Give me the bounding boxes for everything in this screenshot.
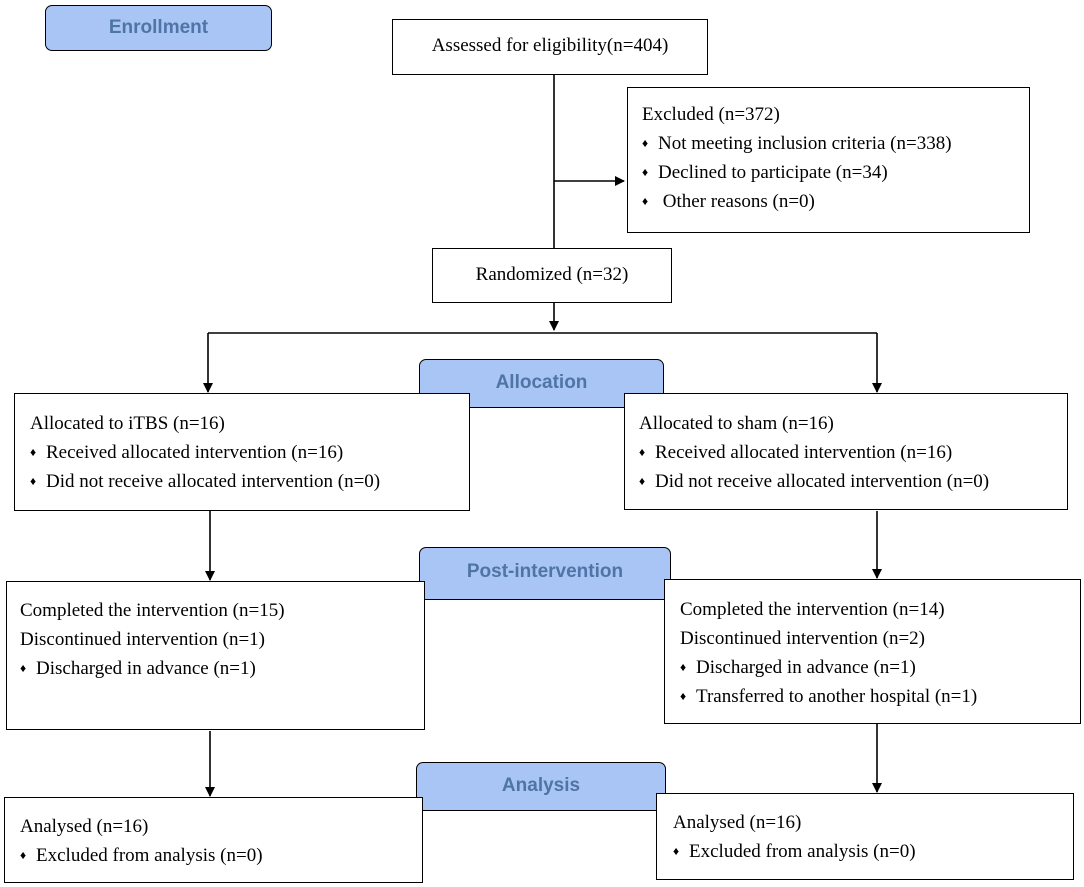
bullet-icon: ♦	[20, 848, 27, 862]
bullet-icon: ♦	[30, 474, 37, 488]
bullet-icon: ♦	[642, 165, 649, 179]
allocation-itbs-title: Allocated to iTBS (n=16)	[30, 413, 225, 434]
stage-enrollment: Enrollment	[45, 5, 272, 51]
bullet-icon: ♦	[680, 660, 687, 674]
bullet-icon: ♦	[30, 445, 37, 459]
bullet-icon: ♦	[680, 689, 687, 703]
analysis-sham-box: Analysed (n=16) ♦Excluded from analysis …	[656, 793, 1074, 880]
post-itbs-box: Completed the intervention (n=15) Discon…	[6, 581, 425, 730]
stage-post-intervention: Post-intervention	[419, 547, 671, 600]
excluded-box: Excluded (n=372) ♦Not meeting inclusion …	[627, 87, 1030, 233]
post-sham-item: ♦Transferred to another hospital (n=1)	[680, 682, 1080, 711]
allocation-itbs-box: Allocated to iTBS (n=16) ♦Received alloc…	[14, 393, 470, 511]
stage-allocation-label: Allocation	[495, 372, 588, 393]
randomized-box: Randomized (n=32)	[432, 248, 672, 303]
post-itbs-item: ♦Discharged in advance (n=1)	[20, 654, 424, 683]
stage-enrollment-label: Enrollment	[108, 17, 209, 38]
stage-post-intervention-label: Post-intervention	[466, 561, 624, 582]
allocation-sham-item: ♦Received allocated intervention (n=16)	[639, 438, 1067, 467]
bullet-icon: ♦	[639, 474, 646, 488]
bullet-icon: ♦	[20, 661, 27, 675]
bullet-icon: ♦	[639, 445, 646, 459]
allocation-sham-title: Allocated to sham (n=16)	[639, 413, 834, 434]
post-itbs-completed: Completed the intervention (n=15)	[20, 600, 285, 621]
bullet-icon: ♦	[673, 844, 680, 858]
analysis-itbs-box: Analysed (n=16) ♦Excluded from analysis …	[4, 797, 423, 883]
allocation-itbs-item: ♦Did not receive allocated intervention …	[30, 467, 469, 496]
analysis-itbs-item: ♦Excluded from analysis (n=0)	[20, 841, 422, 870]
stage-analysis: Analysis	[416, 762, 666, 811]
analysis-sham-title: Analysed (n=16)	[673, 812, 802, 833]
allocation-sham-item: ♦Did not receive allocated intervention …	[639, 467, 1067, 496]
analysis-itbs-title: Analysed (n=16)	[20, 816, 149, 837]
allocation-sham-box: Allocated to sham (n=16) ♦Received alloc…	[624, 393, 1068, 510]
randomized-text: Randomized (n=32)	[475, 264, 629, 285]
bullet-icon: ♦	[642, 136, 649, 150]
bullet-icon: ♦	[642, 194, 649, 208]
assessed-box: Assessed for eligibility(n=404)	[392, 19, 708, 75]
excluded-title: Excluded (n=372)	[642, 104, 780, 125]
allocation-itbs-item: ♦Received allocated intervention (n=16)	[30, 438, 469, 467]
post-sham-item: ♦Discharged in advance (n=1)	[680, 653, 1080, 682]
excluded-item: ♦Not meeting inclusion criteria (n=338)	[642, 129, 1029, 158]
assessed-text: Assessed for eligibility(n=404)	[431, 35, 669, 56]
post-sham-completed: Completed the intervention (n=14)	[680, 599, 945, 620]
stage-analysis-label: Analysis	[501, 775, 581, 796]
post-sham-discontinued: Discontinued intervention (n=2)	[680, 628, 925, 649]
excluded-item: ♦ Other reasons (n=0)	[642, 187, 1029, 216]
post-sham-box: Completed the intervention (n=14) Discon…	[664, 579, 1081, 724]
excluded-item: ♦Declined to participate (n=34)	[642, 158, 1029, 187]
post-itbs-discontinued: Discontinued intervention (n=1)	[20, 629, 265, 650]
analysis-sham-item: ♦Excluded from analysis (n=0)	[673, 837, 1073, 866]
